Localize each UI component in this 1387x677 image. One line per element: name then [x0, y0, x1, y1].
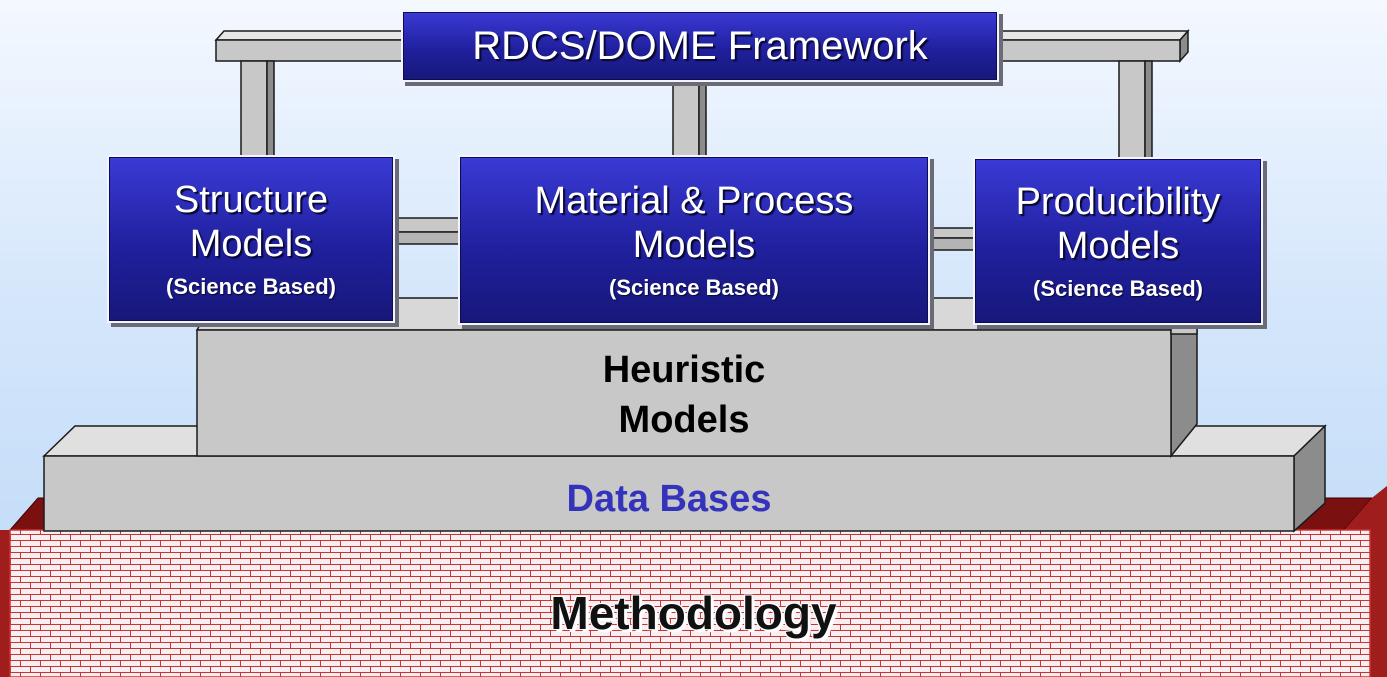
wall-front-face — [9, 529, 1371, 677]
producibility-models-title: Producibility — [1015, 181, 1221, 223]
rail-right-lower — [927, 237, 979, 251]
rail-left-lower — [387, 231, 463, 245]
databases-label: Data Bases — [566, 478, 772, 520]
heuristic-line-1: Heuristic — [602, 349, 766, 391]
heuristic-models-label: Heuristic Models — [197, 345, 1171, 445]
material-process-models-box: Material & Process Models (Science Based… — [458, 155, 930, 325]
rail-left-upper — [387, 217, 463, 233]
material-process-models-title: Material & Process — [534, 180, 854, 222]
post-middle — [672, 83, 700, 160]
producibility-models-box: Producibility Models (Science Based) — [973, 157, 1263, 325]
material-process-models-title-2: Models — [632, 224, 756, 266]
wall-left-face — [0, 530, 10, 677]
framework-box: RDCS/DOME Framework — [401, 10, 999, 82]
producibility-models-note: (Science Based) — [1033, 276, 1203, 301]
structure-models-title: Structure — [173, 179, 329, 221]
rail-right-upper — [927, 227, 979, 239]
producibility-models-title-2: Models — [1056, 225, 1180, 267]
structure-models-note: (Science Based) — [166, 274, 336, 299]
post-left — [240, 60, 268, 162]
methodology-label: Methodology — [550, 587, 837, 639]
material-process-models-note: (Science Based) — [609, 275, 779, 300]
heuristic-line-2: Models — [618, 399, 750, 441]
structure-models-title-2: Models — [189, 223, 313, 265]
framework-label: RDCS/DOME Framework — [472, 24, 928, 68]
heuristic-front-face — [196, 329, 1172, 457]
post-right — [1118, 60, 1146, 162]
structure-models-box: Structure Models (Science Based) — [107, 155, 395, 323]
databases-front-face — [43, 455, 1295, 532]
